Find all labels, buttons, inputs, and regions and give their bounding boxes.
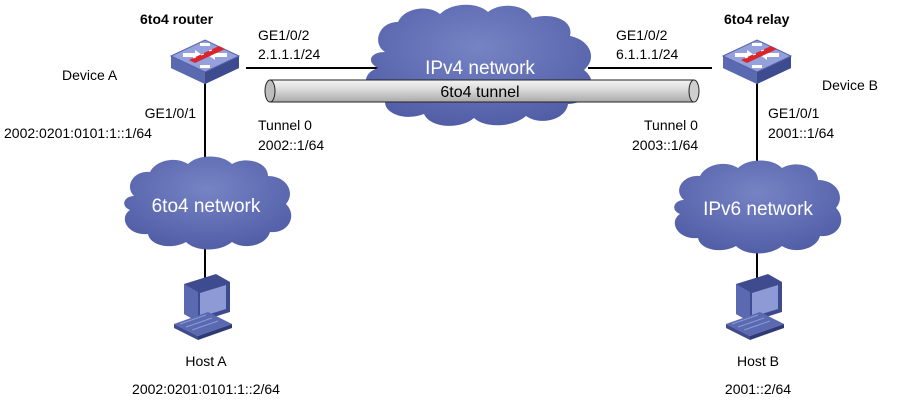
device-a-role: 6to4 router (140, 11, 214, 27)
device-a-tunnel-ip: 2002::1/64 (258, 137, 324, 153)
6to4-network-cloud: 6to4 network (124, 156, 292, 250)
device-b-name: Device B (822, 77, 878, 93)
device-b-tunnel-iface: Tunnel 0 (644, 117, 698, 133)
ipv4-network-cloud: IPv4 network (365, 4, 592, 126)
ipv4-network-label: IPv4 network (425, 58, 535, 79)
device-b-ge101-ip: 2001::1/64 (768, 125, 834, 141)
device-b-ge101-iface: GE1/0/1 (768, 105, 820, 121)
ipv6-network-cloud: IPv6 network (674, 160, 842, 254)
device-a-router-icon (170, 39, 240, 85)
tunnel-label: 6to4 tunnel (440, 84, 519, 101)
host-a-name: Host A (185, 353, 227, 369)
device-b-ge102-ip: 6.1.1.1/24 (616, 46, 678, 62)
ipv6-network-label: IPv6 network (703, 199, 813, 220)
device-a-tunnel-iface: Tunnel 0 (258, 117, 312, 133)
device-b-router-icon (722, 39, 792, 85)
device-a-ge101-ip: 2002:0201:0101:1::1/64 (4, 125, 152, 141)
device-a-ge102-iface: GE1/0/2 (258, 27, 310, 43)
host-b-name: Host B (737, 353, 779, 369)
host-a-ip: 2002:0201:0101:1::2/64 (132, 381, 280, 397)
host-b-computer-icon (725, 273, 785, 341)
device-b-role: 6to4 relay (724, 11, 790, 27)
device-b-ge102-iface: GE1/0/2 (616, 27, 668, 43)
6to4-network-label: 6to4 network (152, 196, 261, 217)
device-b-tunnel-ip: 2003::1/64 (632, 137, 698, 153)
device-a-name: Device A (62, 67, 118, 83)
device-a-ge101-iface: GE1/0/1 (145, 105, 197, 121)
host-a-computer-icon (173, 273, 233, 341)
tunnel-6to4: 6to4 tunnel (264, 79, 700, 103)
host-b-ip: 2001::2/64 (725, 381, 791, 397)
device-a-ge102-ip: 2.1.1.1/24 (258, 46, 320, 62)
